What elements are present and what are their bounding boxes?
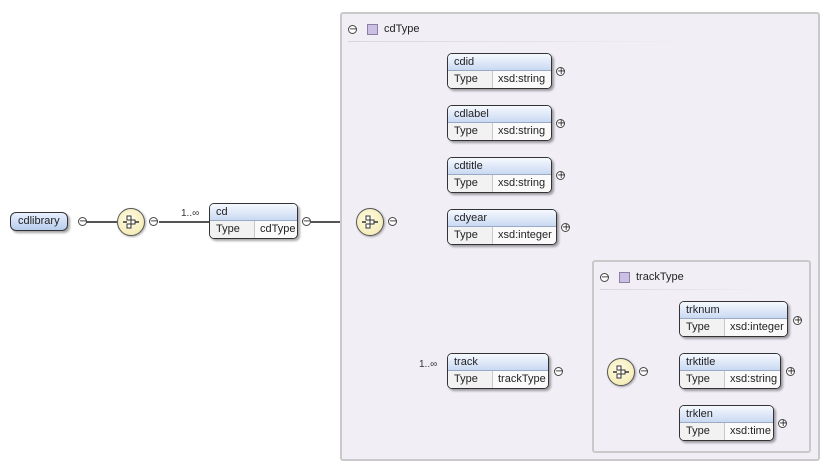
- collapse-toggle-cd[interactable]: −: [302, 216, 312, 227]
- sequence-glyph-icon: [362, 215, 378, 229]
- element-cdlabel[interactable]: cdlabel Type xsd:string: [447, 105, 552, 141]
- expand-glyph: +: [794, 315, 803, 326]
- collapse-toggle-track[interactable]: −: [554, 366, 564, 377]
- sequence-compositor-icon[interactable]: [117, 208, 145, 236]
- type-label: Type: [448, 227, 493, 244]
- collapse-glyph: −: [79, 216, 88, 227]
- sequence-glyph-icon: [613, 365, 629, 379]
- expand-glyph: +: [787, 366, 796, 377]
- cardinality-cd: 1..∞: [181, 208, 200, 219]
- expand-glyph: +: [557, 118, 566, 129]
- type-value: xsd:integer: [493, 227, 556, 244]
- expand-glyph: +: [557, 170, 566, 181]
- type-value: cdType: [255, 221, 297, 238]
- cardinality-track: 1..∞: [419, 359, 438, 370]
- type-label: Type: [680, 371, 725, 388]
- complex-type-icon: [619, 271, 630, 283]
- type-value: xsd:string: [493, 71, 551, 88]
- collapse-glyph: −: [303, 216, 312, 227]
- collapse-toggle-cdlibrary[interactable]: −: [78, 216, 88, 227]
- element-name: track: [448, 354, 548, 371]
- element-name: cdid: [448, 54, 551, 71]
- expand-toggle-cdyear[interactable]: +: [561, 222, 571, 233]
- type-header-rule: [600, 289, 770, 290]
- collapse-toggle-root-sequence[interactable]: −: [149, 216, 159, 227]
- complex-type-icon: [367, 23, 378, 35]
- collapse-toggle-tracktype[interactable]: −: [600, 271, 610, 283]
- element-name: cdlabel: [448, 106, 551, 123]
- collapse-toggle-cdtype[interactable]: −: [348, 23, 358, 35]
- element-name: trklen: [680, 406, 773, 423]
- type-label: Type: [448, 71, 493, 88]
- element-name: trknum: [680, 302, 787, 319]
- type-label: Type: [210, 221, 255, 238]
- expand-toggle-cdid[interactable]: +: [556, 66, 566, 77]
- sequence-compositor-icon[interactable]: [607, 358, 635, 386]
- expand-toggle-cdtitle[interactable]: +: [556, 170, 566, 181]
- type-label: Type: [680, 319, 725, 336]
- type-value: xsd:string: [493, 123, 551, 140]
- root-element-name: cdlibrary: [18, 215, 60, 227]
- collapse-glyph: −: [389, 216, 398, 227]
- type-header-rule: [348, 41, 708, 42]
- element-cdid[interactable]: cdid Type xsd:string: [447, 53, 552, 89]
- element-trklen[interactable]: trklen Type xsd:time: [679, 405, 774, 441]
- type-label: Type: [680, 423, 725, 440]
- expand-toggle-trknum[interactable]: +: [793, 315, 803, 326]
- type-value: xsd:time: [725, 423, 773, 440]
- type-label: Type: [448, 175, 493, 192]
- collapse-toggle-cdtype-sequence[interactable]: −: [388, 216, 398, 227]
- root-element-cdlibrary[interactable]: cdlibrary: [10, 212, 68, 231]
- expand-toggle-cdlabel[interactable]: +: [556, 118, 566, 129]
- element-trktitle[interactable]: trktitle Type xsd:string: [679, 353, 781, 389]
- expand-glyph: +: [557, 66, 566, 77]
- collapse-glyph: −: [555, 366, 564, 377]
- type-label: Type: [448, 371, 493, 388]
- sequence-glyph-icon: [123, 215, 139, 229]
- element-name: cd: [210, 204, 297, 221]
- element-name: cdyear: [448, 210, 556, 227]
- element-cdyear[interactable]: cdyear Type xsd:integer: [447, 209, 557, 245]
- element-name: cdtitle: [448, 158, 551, 175]
- type-value: xsd:integer: [725, 319, 787, 336]
- collapse-glyph: −: [349, 23, 358, 35]
- expand-glyph: +: [562, 222, 571, 233]
- element-name: trktitle: [680, 354, 780, 371]
- sequence-compositor-icon[interactable]: [356, 208, 384, 236]
- type-value: xsd:string: [493, 175, 551, 192]
- type-header: − trackType: [600, 269, 684, 285]
- element-cd[interactable]: cd Type cdType: [209, 203, 298, 239]
- collapse-glyph: −: [601, 271, 610, 283]
- type-label: Type: [448, 123, 493, 140]
- expand-toggle-trktitle[interactable]: +: [786, 366, 796, 377]
- collapse-glyph: −: [150, 216, 159, 227]
- element-trknum[interactable]: trknum Type xsd:integer: [679, 301, 788, 337]
- expand-glyph: +: [779, 418, 788, 429]
- type-value: trackType: [493, 371, 548, 388]
- type-title: cdType: [384, 23, 420, 35]
- collapse-toggle-tracktype-sequence[interactable]: −: [639, 366, 649, 377]
- element-cdtitle[interactable]: cdtitle Type xsd:string: [447, 157, 552, 193]
- element-track[interactable]: track Type trackType: [447, 353, 549, 389]
- type-header: − cdType: [348, 21, 419, 37]
- collapse-glyph: −: [640, 366, 649, 377]
- expand-toggle-trklen[interactable]: +: [778, 418, 788, 429]
- type-value: xsd:string: [725, 371, 780, 388]
- type-title: trackType: [636, 271, 684, 283]
